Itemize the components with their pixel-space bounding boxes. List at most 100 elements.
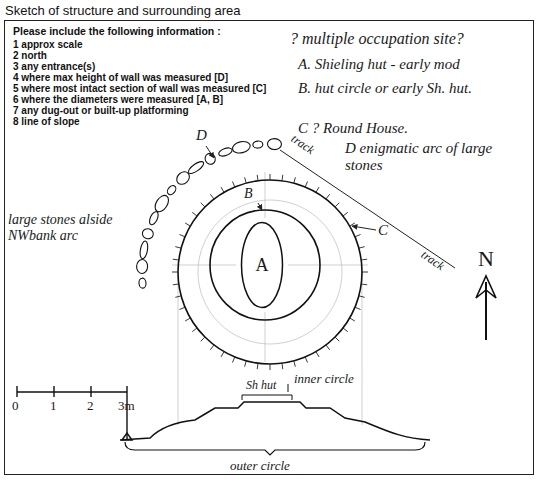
- wall-tick: [179, 307, 185, 309]
- stone: [267, 138, 281, 149]
- bracket: [125, 442, 425, 455]
- scale-number: 0: [12, 399, 19, 414]
- leader-line: [288, 384, 289, 392]
- wall-tick: [221, 187, 224, 192]
- form-item: 4 where max height of wall was measured …: [13, 72, 228, 83]
- wall-tick: [185, 318, 190, 321]
- leader-arrow: [352, 226, 376, 230]
- wall-tick: [343, 212, 348, 216]
- note: D enigmatic arc of large stones: [345, 140, 505, 175]
- wall-tick: [305, 181, 307, 187]
- form-item: 3 any entrance(s): [13, 61, 95, 72]
- stone: [148, 210, 160, 226]
- scale-bar: [17, 386, 132, 440]
- wall-tick: [355, 307, 361, 309]
- wall-tick: [179, 234, 185, 236]
- wall-tick: [305, 357, 307, 363]
- wall-tick: [173, 259, 179, 261]
- note: large stones alside NWbank arc: [8, 212, 120, 244]
- wall-tick: [316, 187, 319, 192]
- wall-tick: [335, 337, 339, 341]
- track-label: track: [418, 248, 446, 273]
- oval-shape: [242, 223, 283, 308]
- form-item: 2 north: [13, 50, 47, 61]
- form-item: 8 line of slope: [13, 116, 80, 127]
- wall-tick: [361, 284, 367, 286]
- outer-circle: [178, 180, 362, 364]
- wall-tick: [232, 181, 234, 187]
- wall-tick: [185, 223, 190, 226]
- leader-arrow: [206, 146, 214, 158]
- wall-tick: [270, 364, 271, 370]
- wall-ticks: [172, 174, 368, 370]
- stone: [139, 278, 147, 289]
- wall-tick: [326, 194, 330, 199]
- shieling-oval: A: [240, 221, 284, 309]
- wall-tick: [282, 363, 284, 369]
- wall-tick: [192, 328, 197, 332]
- bracket: [242, 395, 292, 400]
- wall-tick: [282, 175, 284, 181]
- stone: [203, 152, 217, 166]
- wall-tick: [232, 357, 234, 363]
- stone: [218, 146, 234, 157]
- scale-number: 3m: [118, 399, 135, 414]
- form-item: 6 where the diameters were measured [A, …: [13, 94, 223, 105]
- wall-tick: [350, 318, 355, 321]
- track-label: track: [288, 132, 316, 157]
- form-item: 5 where most intact section of wall was …: [13, 83, 266, 94]
- wall-tick: [326, 345, 330, 350]
- wall-tick: [355, 234, 361, 236]
- form-heading: Please include the following information…: [13, 26, 221, 37]
- note: C ? Round House.: [298, 120, 408, 137]
- profile-label: inner circle: [294, 372, 354, 387]
- stone: [231, 140, 251, 155]
- scale-number: 2: [87, 399, 94, 414]
- leader-arrow: [258, 203, 262, 210]
- stone: [166, 184, 178, 196]
- wall-tick: [221, 352, 224, 357]
- stone: [253, 141, 264, 149]
- stone: [139, 240, 149, 259]
- wall-tick: [359, 296, 365, 298]
- stone: [187, 159, 206, 175]
- wall-tick: [245, 177, 247, 183]
- wall-tick: [192, 212, 197, 216]
- wall-tick: [210, 345, 214, 350]
- note: B. hut circle or early Sh. hut.: [298, 80, 473, 97]
- stone: [136, 259, 148, 273]
- wall-tick: [294, 177, 296, 183]
- wall-tick: [201, 203, 205, 207]
- callout-letter: C: [378, 222, 388, 239]
- profile-section: [120, 402, 430, 440]
- wall-tick: [335, 203, 339, 207]
- callout-letter: D: [196, 127, 207, 144]
- stone: [174, 169, 192, 187]
- stone-arc: [136, 138, 281, 288]
- wall-tick: [361, 259, 367, 261]
- sheet-title: Sketch of structure and surrounding area: [5, 3, 241, 18]
- form-item: 7 any dug-out or built-up platforming: [13, 105, 189, 116]
- pencil-guides: [172, 172, 368, 425]
- note: ? multiple occupation site?: [290, 30, 464, 48]
- wall-tick: [201, 337, 205, 341]
- wall-tick: [294, 361, 296, 367]
- scale-number: 1: [50, 399, 57, 414]
- north-arrow: [476, 276, 496, 340]
- wall-tick: [362, 272, 368, 273]
- wall-tick: [245, 361, 247, 367]
- wall-tick: [175, 296, 181, 298]
- wall-tick: [270, 174, 271, 180]
- wall-tick: [257, 363, 259, 369]
- profile-label: Sh hut: [246, 379, 276, 393]
- wall-tick: [175, 247, 181, 249]
- stone: [152, 193, 171, 214]
- part-letter: A: [256, 255, 269, 276]
- wall-tick: [316, 352, 319, 357]
- callout-letter: B: [244, 186, 253, 202]
- wall-tick: [210, 194, 214, 199]
- inner-circle: [210, 210, 320, 320]
- stone: [141, 227, 154, 240]
- wall-tick: [343, 328, 348, 332]
- form-item: 1 approx scale: [13, 39, 82, 50]
